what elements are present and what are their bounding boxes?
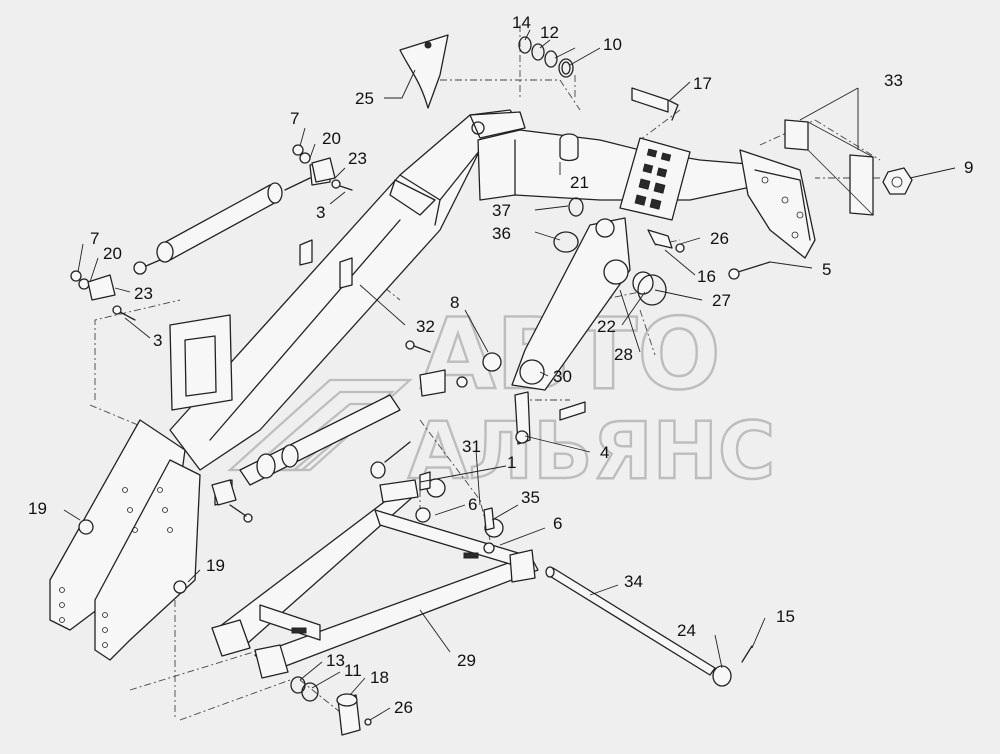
callout-30: 30: [553, 367, 572, 386]
callout-14: 14: [512, 13, 531, 32]
callout-33: 33: [884, 71, 903, 90]
callout-3-lower: 3: [153, 331, 162, 350]
callout-35: 35: [521, 488, 540, 507]
callout-11: 11: [344, 661, 362, 680]
shaft: [545, 566, 753, 687]
callout-19-left: 19: [28, 499, 47, 518]
frame-plates: [49, 239, 353, 661]
a-frame: [211, 479, 539, 679]
watermark-line2: АЛЬЯНС: [408, 407, 775, 497]
callout-16: 16: [697, 267, 716, 286]
callout-22: 22: [597, 317, 616, 336]
callout-24: 24: [677, 621, 696, 640]
callout-7-upper: 7: [290, 109, 299, 128]
callout-27: 27: [712, 291, 731, 310]
callout-10: 10: [603, 35, 622, 54]
callout-37: 37: [492, 201, 511, 220]
callout-36: 36: [492, 224, 511, 243]
callout-25: 25: [355, 89, 374, 108]
callout-29: 29: [457, 651, 476, 670]
callout-31: 31: [462, 437, 481, 456]
callout-28: 28: [614, 345, 633, 364]
callout-26-lower: 26: [394, 698, 413, 717]
callout-6-middle: 6: [468, 495, 477, 514]
callout-4: 4: [600, 443, 609, 462]
callout-9: 9: [964, 158, 973, 177]
callout-5: 5: [822, 260, 831, 279]
callout-34: 34: [624, 572, 643, 591]
callout-6-right: 6: [553, 514, 562, 533]
gusset-plate: [399, 34, 449, 109]
callout-32: 32: [416, 317, 435, 336]
callout-23-lower: 23: [134, 284, 153, 303]
callout-8: 8: [450, 293, 459, 312]
callout-21: 21: [570, 173, 589, 192]
callout-1: 1: [507, 453, 516, 472]
mount-bracket: [631, 87, 913, 216]
callout-7-lower: 7: [90, 229, 99, 248]
leader-lines: [63, 29, 956, 721]
boom-arm: [169, 109, 816, 471]
callout-13: 13: [326, 651, 345, 670]
hydraulic-cylinder-upper: [133, 161, 331, 275]
callout-15: 15: [776, 607, 795, 626]
callout-26-upper: 26: [710, 229, 729, 248]
callout-3-upper: 3: [316, 203, 325, 222]
washer-stack: [518, 36, 574, 78]
callout-17: 17: [693, 74, 712, 93]
callouts: 14 12 10 25 17 33 9 7 20 23 3 21 37 36 2…: [28, 13, 973, 717]
callout-23-upper: 23: [348, 149, 367, 168]
callout-20-upper: 20: [322, 129, 341, 148]
fasteners: [70, 144, 771, 594]
callout-20-lower: 20: [103, 244, 122, 263]
link-rod: [514, 391, 586, 445]
label-plate: [619, 137, 691, 221]
bottom-pin: [290, 676, 372, 736]
callout-12: 12: [540, 23, 559, 42]
callout-19-right: 19: [206, 556, 225, 575]
callout-18: 18: [370, 668, 389, 687]
link-arm: [511, 197, 673, 391]
